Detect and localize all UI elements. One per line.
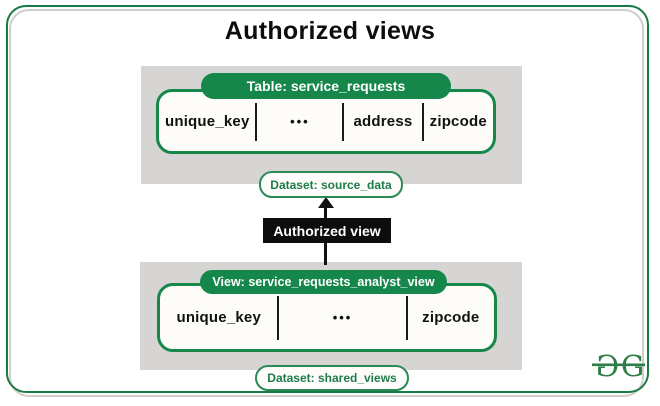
column-divider [421,102,424,141]
source-column-zipcode: zipcode [429,113,487,130]
analyst-view-card: unique_key ••• zipcode [157,283,497,352]
frame-green-border [6,5,649,393]
source-column-ellipsis: ••• [290,114,310,129]
shared-dataset-pill: Dataset: shared_views [255,365,409,391]
source-table-name-pill: Table: service_requests [201,73,451,99]
analyst-view-name-pill: View: service_requests_analyst_view [200,270,447,294]
column-divider [255,102,258,141]
logo-crossbar [592,363,645,367]
source-column-unique-key: unique_key [164,113,250,130]
source-table-card: unique_key ••• address zipcode [156,89,496,154]
column-divider [342,102,345,141]
column-divider [405,295,408,340]
arrow-up-icon [318,197,334,208]
view-column-unique-key: unique_key [176,309,261,326]
source-column-address: address [353,113,413,130]
page-title: Authorized views [224,17,436,45]
column-divider [277,295,280,340]
authorized-view-label: Authorized view [263,218,391,243]
source-dataset-pill: Dataset: source_data [259,171,403,198]
geeksforgeeks-logo-icon: G G [592,349,645,383]
view-column-ellipsis: ••• [332,310,353,325]
view-column-zipcode: zipcode [422,309,480,326]
frame-shadow-border [9,9,644,397]
